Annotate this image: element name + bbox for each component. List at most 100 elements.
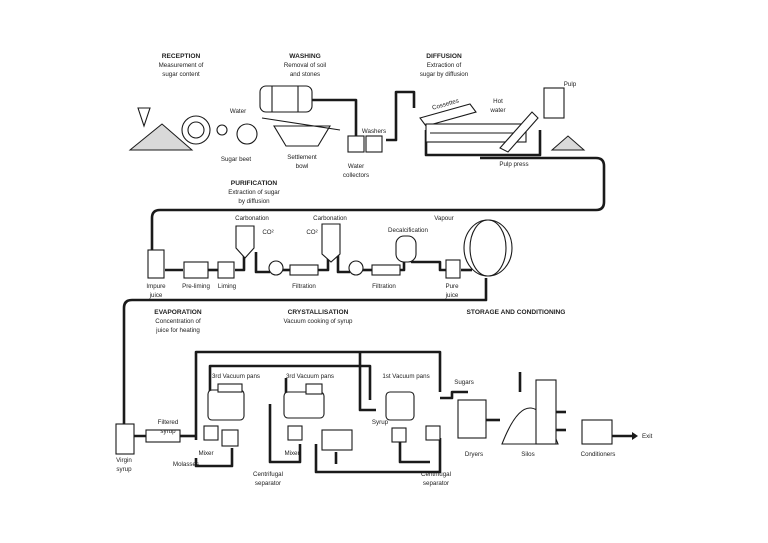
hot-water-label-1: Hot [493,98,503,105]
washer-2 [365,135,383,153]
reception-line2: sugar content [162,71,200,78]
carbonation-tank-1 [235,225,255,259]
centrifugal-label-1b: separator [255,480,281,487]
washing-section [259,85,383,153]
reception-title: RECEPTION [162,53,201,60]
crystallisation-line1: Vacuum cooking of syrup [283,318,353,325]
pre-liming-tank [183,261,209,279]
syrup-filter [145,429,181,443]
conveyor-wheel [181,115,211,145]
purification-title: PURIFICATION [231,180,278,187]
washer-1 [347,135,365,153]
mixer-label-1: Mixer [198,450,213,457]
vapour-label: Vapour [434,215,454,222]
pure-juice-label-1: Pure [445,283,459,290]
diffusion-line2: sugar by diffusion [420,71,469,78]
water-collectors-label-1: Water [348,163,364,170]
first-vacuum-pans-label: 1st Vacuum pans [382,373,429,380]
impure-juice-tank [147,249,165,279]
carbonation-label-1: Carbonation [235,215,269,222]
crystallisation-title: CRYSTALLISATION [288,309,349,316]
beet-pile [128,123,194,151]
co2-label-2: CO² [306,229,317,236]
filtration-label-1: Filtration [292,283,316,290]
silos-label: Silos [521,451,534,458]
vacuum-pan-1 [385,391,415,421]
virgin-syrup-label-1: Virgin [116,457,132,464]
section-headings: RECEPTION Measurement of sugar content W… [154,53,565,334]
evaporation-title: EVAPORATION [154,309,202,316]
diffusion-section [419,87,586,153]
pulp-silo [543,87,565,119]
impure-juice-label-1: Impure [146,283,166,290]
water-pump-icon [236,123,258,145]
filter-press-2 [371,264,401,276]
diffusion-line1: Extraction of [427,62,462,69]
mixer-tank-1 [203,425,219,441]
crystallisation-section [115,383,441,455]
virgin-syrup-tank [115,423,135,455]
mixer-label-2: Mixer [284,450,299,457]
settlement-label-1: Settlement [287,154,317,161]
settlement-bowl [273,125,331,147]
vacuum-pan-3b [283,391,325,419]
hot-water-label-2: water [489,107,505,114]
washers-label: Washers [362,128,386,135]
decalcification-label: Decalcification [388,227,428,234]
centrifugal-label-2a: Centrifugal [421,471,451,478]
vacuum-pan-3a-top [217,383,243,393]
reception-line1: Measurement of [159,62,204,69]
liming-label: Liming [218,283,237,290]
water-label: Water [230,108,246,115]
purification-line2: by diffusion [238,198,270,205]
pure-juice-tank [445,259,461,279]
sugar-beet-label: Sugar beet [221,156,252,163]
hopper-icon [216,124,228,136]
pre-liming-label: Pre-liming [182,283,210,290]
vacuum-pan-3a [207,389,245,421]
purification-line1: Extraction of sugar [228,189,280,196]
liming-tank [217,261,235,279]
storage-section [457,379,613,445]
purification-section [147,219,513,279]
pure-juice-label-2: juice [445,292,459,299]
cossette-conveyor [419,103,477,127]
centrifuge-2 [321,429,353,451]
vacuum-pan-3b-top [305,383,323,395]
filtered-syrup-label-1: Filtered [158,419,179,426]
washing-drum [259,85,313,113]
washing-line1: Removal of soil [284,62,326,69]
filtered-syrup-label-2: syrup [160,428,176,435]
conditioner [581,419,613,445]
centrifuge-1 [221,429,239,447]
pulp-label: Pulp [564,81,577,88]
sugar-beet-icon [137,107,151,128]
filter-pump-2 [348,260,364,276]
third-vacuum-pans-label: 3rd Vacuum pans [212,373,260,380]
washing-line2: and stones [290,71,320,78]
pulp-pile [550,135,586,151]
carbonation-tank-2 [321,223,341,263]
dryer [457,399,487,439]
molasses-label: Molasses [173,461,199,468]
silo-tower [535,379,557,445]
syrup-label: Syrup [372,419,389,426]
centrifugal-label-2b: separator [423,480,449,487]
impure-juice-label-2: juice [149,292,163,299]
sugars-label: Sugars [454,379,474,386]
evaporation-line1: Concentration of [155,318,201,325]
vapour-boiler [463,219,513,277]
reception-section [128,107,258,151]
exit-label: Exit [642,433,653,440]
conditioners-label: Conditioners [581,451,616,458]
dryers-label: Dryers [465,451,483,458]
third-vacuum-pans-label-b: 3rd Vacuum pans [286,373,334,380]
decalcification-tank [395,235,417,263]
water-collectors-label-2: collectors [343,172,369,179]
equipment-labels: Water Sugar beet Settlement bowl Washers… [116,81,652,487]
pulp-press-label: Pulp press [499,161,528,168]
centrifugal-label-1a: Centrifugal [253,471,283,478]
settlement-label-2: bowl [296,163,309,170]
pulp-press-ramp [499,111,539,153]
